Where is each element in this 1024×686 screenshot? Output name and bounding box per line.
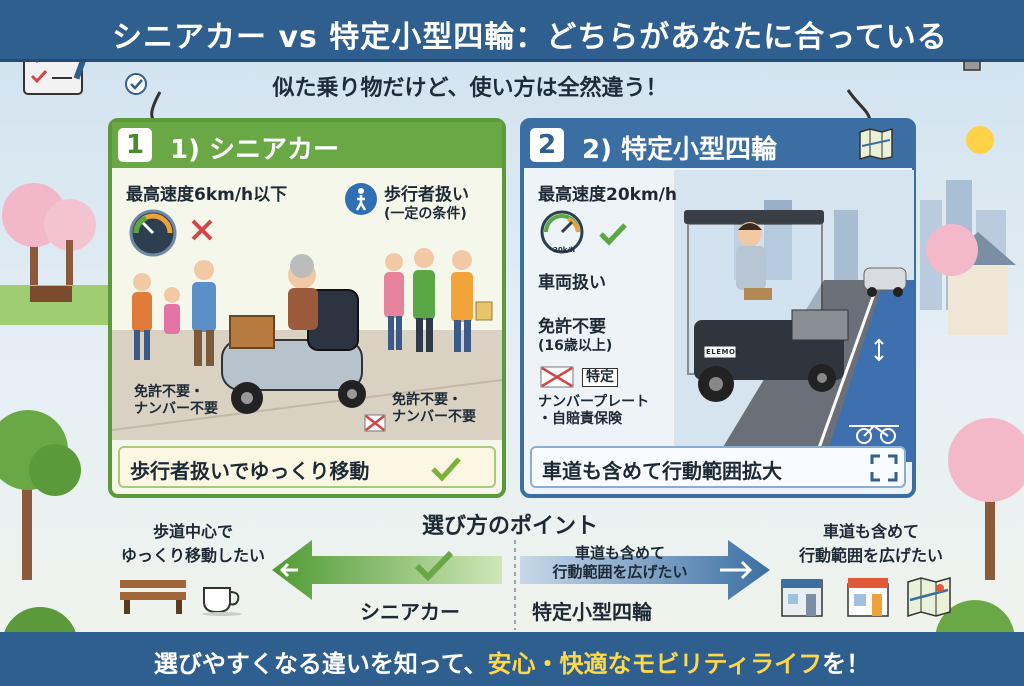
max-speed-label: 最高速度20km/h	[538, 185, 677, 205]
map-icon	[907, 577, 951, 618]
footer-text-part1: 選びやすくなる違いを知って、	[153, 650, 488, 678]
condition-label: (一定の条件)	[384, 206, 467, 222]
coffee-cup-icon	[202, 587, 242, 616]
senior-car-illustration	[111, 248, 503, 440]
pedestrian-label: 歩行者扱い	[384, 185, 469, 205]
footer-text: 選びやすくなる違いを知って、安心・快適なモビリティライフを！	[0, 644, 1024, 679]
cross-mark-icon	[191, 219, 213, 241]
choose-section-title: 選び方のポイント	[421, 514, 598, 539]
no-plate-icon	[540, 366, 574, 388]
header-banner: シニアカー vs 特定小型四輪：どちらがあなたに合っている	[0, 0, 1024, 62]
senior-car-summary-text: 歩行者扱いでゆっくり移動	[130, 459, 370, 483]
arrow-right-icon	[520, 540, 770, 600]
vehicle-plate-label: ELEMOs	[706, 348, 741, 356]
senior-car-panel: 1 1) シニアカー 最高速度6km/h以下 歩行者扱い (一定の条件)	[108, 118, 506, 498]
panel-title: 2) 特定小型四輪	[582, 135, 778, 165]
choose-left-pick: シニアカー	[360, 600, 460, 624]
panel-number: 2	[530, 128, 564, 162]
mini-vehicle-panel-header: 2 2) 特定小型四輪	[524, 122, 912, 168]
choose-left-desc: 歩道中心で ゆっくり移動したい	[120, 522, 265, 565]
choose-right-desc-far: 車道も含めて 行動範囲を広げたい	[798, 522, 943, 565]
license-note-left: 免許不要・ ナンバー不要	[134, 384, 218, 417]
footer-text-part2: を！	[822, 650, 871, 678]
page-title: シニアカー vs 特定小型四輪：どちらがあなたに合っている	[112, 20, 948, 55]
mini-vehicle-summary-text: 車道も含めて行動範囲拡大	[542, 459, 782, 483]
plate-badge: 特定	[582, 368, 618, 387]
bench-icon	[120, 580, 186, 614]
speedometer-icon	[540, 210, 584, 254]
subtitle-band: 似た乗り物だけど、使い方は全然違う！	[150, 66, 790, 102]
check-mark-icon	[431, 457, 461, 482]
map-icon	[859, 127, 893, 161]
arrow-left-icon	[272, 540, 502, 600]
station-icon	[781, 579, 823, 617]
page-subtitle: 似た乗り物だけど、使い方は全然違う！	[272, 76, 668, 101]
no-plate-icon	[364, 414, 386, 432]
choose-right-desc-center: 車道も含めて 行動範囲を広げたい	[552, 544, 688, 581]
footer-highlight: 安心・快適なモビリティライフ	[487, 650, 823, 678]
speedometer-icon	[129, 209, 177, 257]
plate-note: ナンバープレート ・自賠責保険	[538, 394, 650, 427]
check-mark-icon	[599, 223, 627, 246]
senior-car-summary: 歩行者扱いでゆっくり移動	[118, 446, 496, 488]
check-badge-icon	[125, 73, 147, 95]
gauge-unit-label: 20k/h	[553, 246, 575, 254]
pedestrian-icon	[345, 183, 377, 215]
expand-icon	[870, 454, 898, 482]
vehicle-status-label: 車両扱い	[538, 273, 606, 293]
license-label: 免許不要	[538, 317, 606, 337]
panel-title: 1) シニアカー	[170, 135, 340, 165]
senior-car-panel-header: 1 1) シニアカー	[112, 122, 502, 168]
mini-vehicle-illustration	[674, 170, 914, 463]
mini-vehicle-summary: 車道も含めて行動範囲拡大	[530, 446, 906, 488]
footer-banner: 選びやすくなる違いを知って、安心・快適なモビリティライフを！	[0, 632, 1024, 686]
mini-vehicle-panel: 2 2) 特定小型四輪	[520, 118, 916, 498]
max-speed-label: 最高速度6km/h以下	[126, 185, 288, 205]
divider-line	[514, 540, 516, 630]
panel-number: 1	[118, 128, 152, 162]
age-label: (16歳以上)	[538, 338, 613, 354]
license-note-right: 免許不要・ ナンバー不要	[392, 392, 476, 425]
shop-icon	[847, 578, 889, 617]
choose-right-pick: 特定小型四輪	[532, 600, 652, 624]
check-mark-icon	[414, 550, 454, 582]
